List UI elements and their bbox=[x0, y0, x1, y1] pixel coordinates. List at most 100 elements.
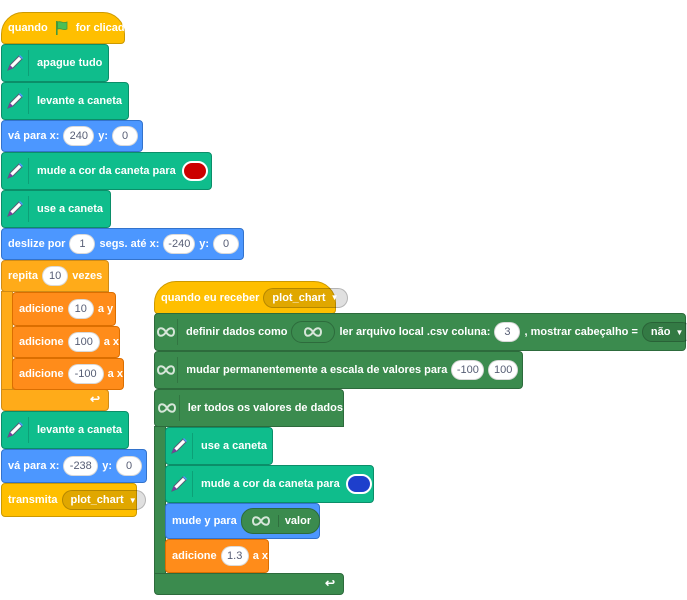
pen-down-label: use a caneta bbox=[201, 440, 268, 452]
go-to-xy-block[interactable]: vá para x: -238 y: 0 bbox=[1, 449, 147, 483]
max-input[interactable]: 100 bbox=[488, 360, 518, 380]
dropdown-arrow-icon: ▼ bbox=[330, 293, 339, 302]
change-x-block[interactable]: adicione -100 a x bbox=[12, 358, 124, 390]
repeat-count-input[interactable]: 10 bbox=[41, 266, 69, 286]
receive-label: quando eu receber bbox=[161, 291, 260, 304]
pen-icon bbox=[2, 50, 29, 76]
y-input[interactable]: 0 bbox=[213, 234, 239, 254]
pen-icon bbox=[2, 417, 29, 443]
hat-suffix: for clicado bbox=[75, 22, 132, 34]
pen-up-block[interactable]: levante a caneta bbox=[1, 411, 129, 449]
infinity-icon bbox=[302, 326, 324, 338]
change-x-block[interactable]: adicione 100 a x bbox=[12, 326, 120, 358]
set-color-label: mude a cor da caneta para bbox=[201, 478, 340, 490]
y-label: y: bbox=[98, 130, 108, 142]
define-data-block[interactable]: definir dados como ler arquivo local .cs… bbox=[154, 313, 687, 351]
change-x-block[interactable]: adicione 1.3 a x bbox=[165, 539, 269, 573]
pen-icon bbox=[2, 158, 29, 184]
pen-down-label: use a caneta bbox=[37, 203, 104, 215]
pen-icon bbox=[166, 433, 193, 459]
column-input[interactable]: 3 bbox=[494, 322, 521, 342]
go-to-label: vá para x: bbox=[8, 460, 60, 472]
when-flag-clicked-hat[interactable]: quando for clicado bbox=[1, 12, 131, 44]
hat-prefix: quando bbox=[8, 22, 48, 34]
min-input[interactable]: -100 bbox=[451, 360, 485, 380]
scale-values-block[interactable]: mudar permanentemente a escala de valore… bbox=[154, 351, 523, 389]
glide-label: deslize por bbox=[8, 238, 66, 250]
pen-icon bbox=[2, 196, 29, 222]
color-swatch-blue[interactable] bbox=[345, 474, 372, 494]
y-input[interactable]: 0 bbox=[112, 126, 138, 146]
add-label: adicione bbox=[19, 336, 64, 348]
go-to-xy-block[interactable]: vá para x: 240 y: 0 bbox=[1, 120, 143, 152]
read-csv-reporter[interactable] bbox=[291, 321, 336, 343]
value-input[interactable]: 100 bbox=[67, 332, 100, 352]
pen-icon bbox=[166, 471, 193, 497]
secs-input[interactable]: 1 bbox=[69, 234, 96, 254]
color-swatch-red[interactable] bbox=[181, 161, 208, 181]
loop-arrow-icon: ↩ bbox=[325, 576, 336, 590]
message-value: plot_chart bbox=[272, 291, 326, 304]
go-to-label: vá para x: bbox=[8, 130, 60, 142]
value-input[interactable]: 10 bbox=[67, 299, 94, 319]
repeat-bottom: ↩ bbox=[1, 389, 109, 411]
erase-all-label: apague tudo bbox=[37, 57, 103, 69]
infinity-icon bbox=[250, 515, 279, 527]
dropdown-arrow-icon: ▼ bbox=[128, 495, 137, 505]
x-input[interactable]: -238 bbox=[63, 456, 99, 476]
add-suffix: a y bbox=[97, 303, 114, 315]
message-value: plot_chart bbox=[70, 494, 124, 506]
y-input[interactable]: 0 bbox=[116, 456, 142, 476]
scale-label: mudar permanentemente a escala de valore… bbox=[186, 364, 448, 376]
data-value-reporter[interactable]: valor bbox=[240, 508, 321, 534]
message-dropdown[interactable]: plot_chart ▼ bbox=[61, 490, 146, 510]
set-color-label: mude a cor da caneta para bbox=[37, 165, 176, 177]
glide-mid-label: segs. até x: bbox=[99, 238, 160, 250]
reader-label: ler arquivo local .csv coluna: bbox=[339, 326, 491, 338]
value-input[interactable]: 1.3 bbox=[220, 546, 249, 566]
read-all-bottom: ↩ bbox=[154, 573, 344, 595]
erase-all-block[interactable]: apague tudo bbox=[1, 44, 109, 82]
repeat-top[interactable]: repita 10 vezes bbox=[1, 260, 109, 292]
infinity-icon bbox=[155, 395, 180, 421]
add-suffix: a x bbox=[103, 336, 119, 348]
loop-arrow-icon: ↩ bbox=[90, 392, 101, 406]
add-suffix: a x bbox=[252, 550, 268, 562]
pen-icon bbox=[2, 88, 29, 114]
glide-block[interactable]: deslize por 1 segs. até x: -240 y: 0 bbox=[1, 228, 244, 260]
infinity-icon bbox=[155, 357, 179, 383]
pen-up-label: levante a caneta bbox=[37, 424, 122, 436]
pen-down-block[interactable]: use a caneta bbox=[1, 190, 111, 228]
value-input[interactable]: -100 bbox=[67, 364, 104, 384]
header-dropdown[interactable]: não ▼ bbox=[641, 322, 687, 342]
broadcast-label: transmita bbox=[8, 494, 58, 506]
message-dropdown[interactable]: plot_chart ▼ bbox=[263, 287, 348, 308]
when-i-receive-hat[interactable]: quando eu receber plot_chart ▼ bbox=[154, 281, 348, 314]
change-y-block[interactable]: adicione 10 a y bbox=[12, 292, 116, 326]
x-input[interactable]: 240 bbox=[63, 126, 95, 146]
broadcast-block[interactable]: transmita plot_chart ▼ bbox=[1, 483, 146, 517]
x-input[interactable]: -240 bbox=[163, 234, 196, 254]
infinity-icon bbox=[155, 319, 178, 345]
set-y-label: mude y para bbox=[172, 515, 237, 527]
header-value: não bbox=[650, 326, 671, 338]
pen-up-block[interactable]: levante a caneta bbox=[1, 82, 129, 120]
dropdown-arrow-icon: ▼ bbox=[675, 327, 684, 337]
read-all-top[interactable]: ler todos os valores de dados bbox=[154, 389, 344, 427]
define-label: definir dados como bbox=[186, 326, 288, 338]
add-suffix: a x bbox=[107, 368, 123, 380]
green-flag-icon bbox=[54, 20, 70, 36]
pen-down-block[interactable]: use a caneta bbox=[165, 427, 273, 465]
set-pen-color-block[interactable]: mude a cor da caneta para bbox=[1, 152, 212, 190]
add-label: adicione bbox=[19, 303, 64, 315]
header-label: , mostrar cabeçalho = bbox=[524, 326, 638, 338]
pen-up-label: levante a caneta bbox=[37, 95, 122, 107]
read-all-label: ler todos os valores de dados bbox=[187, 402, 343, 414]
repeat-label: repita bbox=[8, 270, 38, 282]
add-label: adicione bbox=[172, 550, 217, 562]
y-label: y: bbox=[199, 238, 209, 250]
y-label: y: bbox=[102, 460, 112, 472]
set-pen-color-block[interactable]: mude a cor da caneta para bbox=[165, 465, 374, 503]
set-y-block[interactable]: mude y para valor bbox=[165, 503, 321, 539]
repeat-suffix: vezes bbox=[72, 270, 103, 282]
